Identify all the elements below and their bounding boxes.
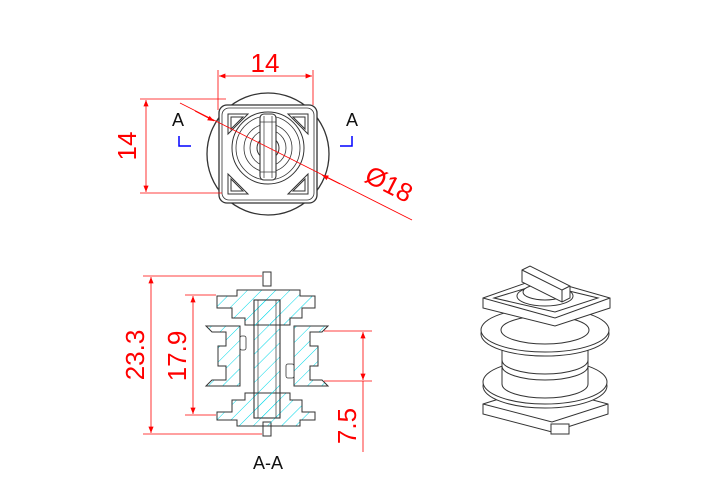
dim-width-text: 14 bbox=[251, 48, 280, 78]
dim-height-14: 14 bbox=[112, 98, 226, 194]
section-label-right: A bbox=[346, 110, 358, 130]
dim-body-text: 17.9 bbox=[162, 331, 192, 382]
dim-diameter-text: Ø18 bbox=[360, 159, 417, 208]
dim-gap-text: 7.5 bbox=[332, 408, 362, 444]
dim-overall-text: 23.3 bbox=[120, 330, 150, 381]
section-title: A-A bbox=[253, 453, 283, 473]
corner-tabs bbox=[227, 113, 309, 195]
top-view: 14 14 Ø18 A A bbox=[112, 48, 418, 221]
dim-width-14: 14 bbox=[217, 48, 314, 110]
dim-body-17-9: 17.9 bbox=[162, 294, 216, 416]
dim-gap-7-5: 7.5 bbox=[324, 330, 372, 452]
section-view: 23.3 17.9 7.5 A-A bbox=[120, 271, 372, 473]
section-marker-right: A bbox=[340, 110, 358, 147]
outer-circle bbox=[206, 92, 330, 216]
dim-height-text: 14 bbox=[112, 132, 142, 161]
isometric-view bbox=[480, 265, 611, 435]
section-label-left: A bbox=[172, 110, 184, 130]
dim-overall-23-3: 23.3 bbox=[120, 275, 262, 435]
section-marker-left: A bbox=[172, 110, 191, 147]
